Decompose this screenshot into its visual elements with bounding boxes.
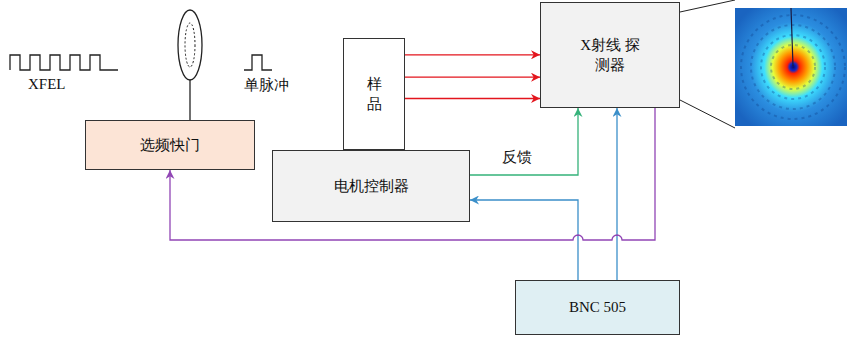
edge-label: 反馈 xyxy=(500,148,534,167)
signal-arrow xyxy=(616,108,617,280)
beam-stop xyxy=(791,8,793,66)
signal-label: XFEL xyxy=(26,76,68,93)
signal-arrow xyxy=(405,54,540,55)
chopper-wheel xyxy=(178,10,202,80)
single-pulse xyxy=(244,55,272,70)
signal-arrow xyxy=(405,77,540,78)
node-label: 样品 xyxy=(365,74,383,115)
node-label: 选频快门 xyxy=(140,135,200,155)
node-label: 电机控制器 xyxy=(334,176,409,196)
diffraction-image xyxy=(735,8,847,126)
device-box: 电机控制器 xyxy=(272,150,470,222)
node-label: X射线 探测器 xyxy=(577,35,643,76)
device-box: 选频快门 xyxy=(85,120,255,170)
node-label: BNC 505 xyxy=(569,297,626,317)
chopper-slot xyxy=(185,23,195,67)
pulse-train xyxy=(10,55,118,70)
signal-arrow xyxy=(405,98,540,99)
chopper-shaft xyxy=(189,80,190,120)
signal-label: 单脉冲 xyxy=(242,76,291,95)
device-box: BNC 505 xyxy=(515,280,680,335)
sample-box: 样品 xyxy=(343,38,405,150)
signal-arrow xyxy=(470,108,578,175)
device-box: X射线 探测器 xyxy=(540,2,680,108)
speckle-rings xyxy=(741,15,845,119)
zoom-line xyxy=(680,0,735,12)
zoom-line xyxy=(680,100,735,128)
